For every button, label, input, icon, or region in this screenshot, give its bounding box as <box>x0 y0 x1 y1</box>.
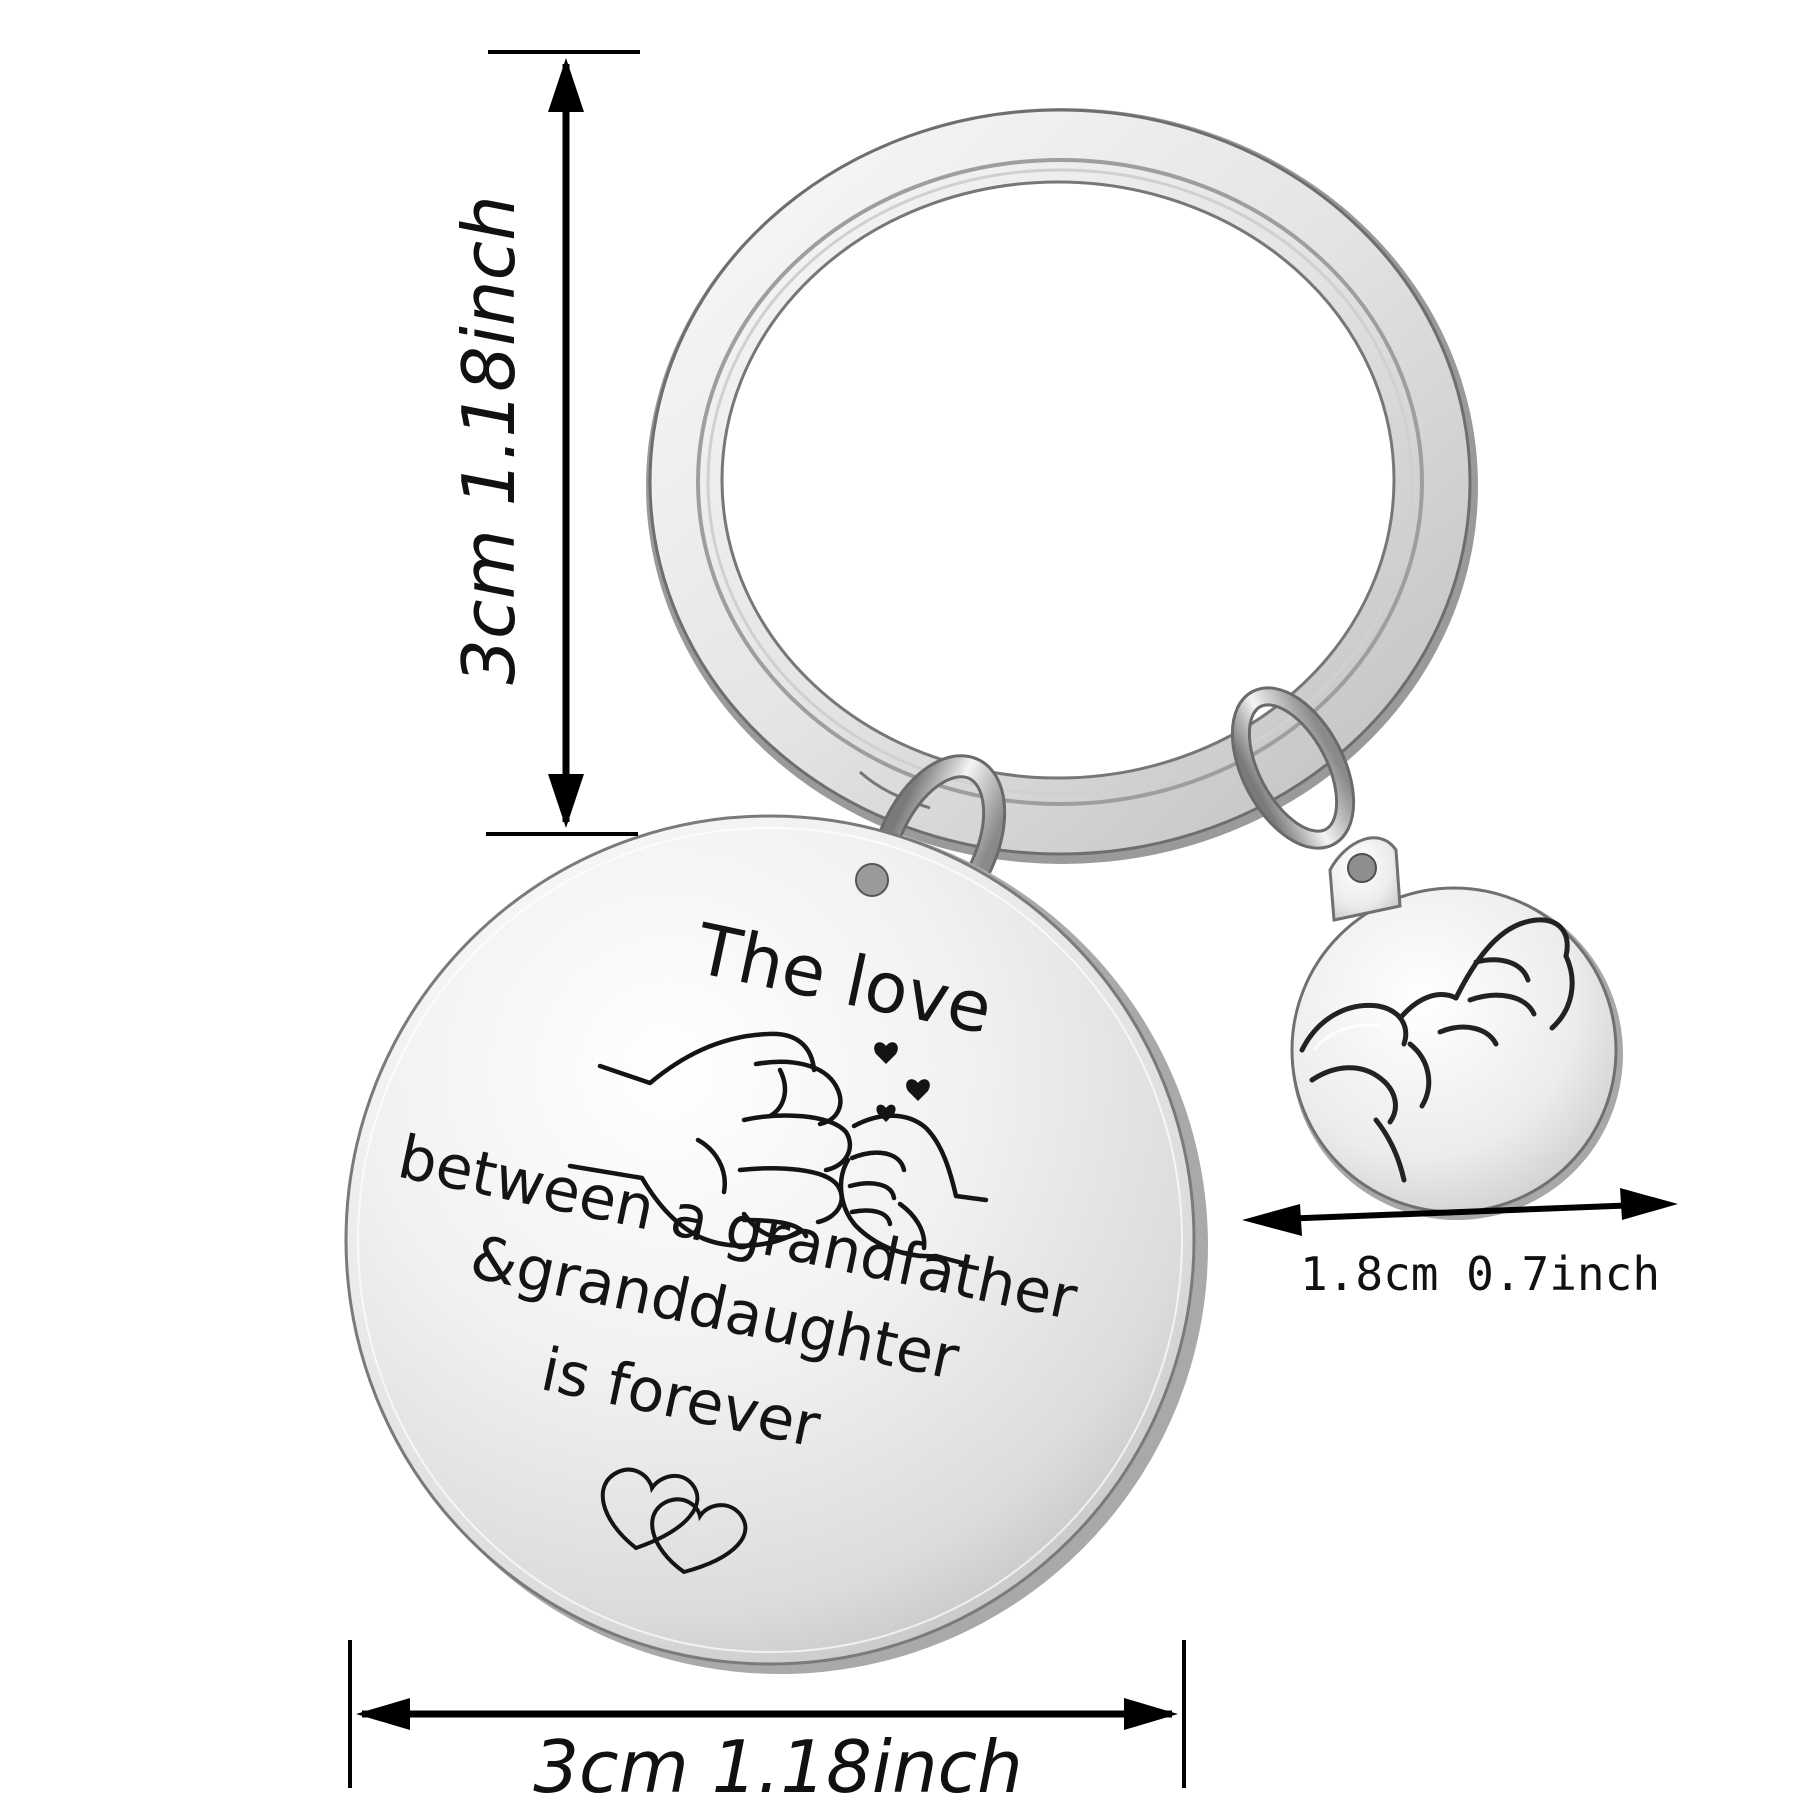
width-label: 3cm 1.18inch <box>533 1725 1023 1809</box>
charm-label: 1.8cm 0.7inch <box>1300 1247 1660 1301</box>
fist-bump-icon <box>567 1031 989 1267</box>
width-dimension: 3cm 1.18inch <box>348 1640 1186 1809</box>
split-key-ring <box>646 108 1478 864</box>
pinky-promise-icon <box>1299 917 1575 1183</box>
charm-dimension: 1.8cm 0.7inch <box>1242 1188 1678 1301</box>
round-pendant: The love between a grandfather <box>344 814 1208 1674</box>
jump-ring-right <box>1230 686 1356 850</box>
height-dimension: 3cm 1.18inch <box>447 50 640 836</box>
pendant-hole <box>855 863 889 897</box>
height-label: 3cm 1.18inch <box>447 195 531 685</box>
round-charm <box>1290 836 1623 1220</box>
double-heart-icon <box>600 1467 748 1575</box>
